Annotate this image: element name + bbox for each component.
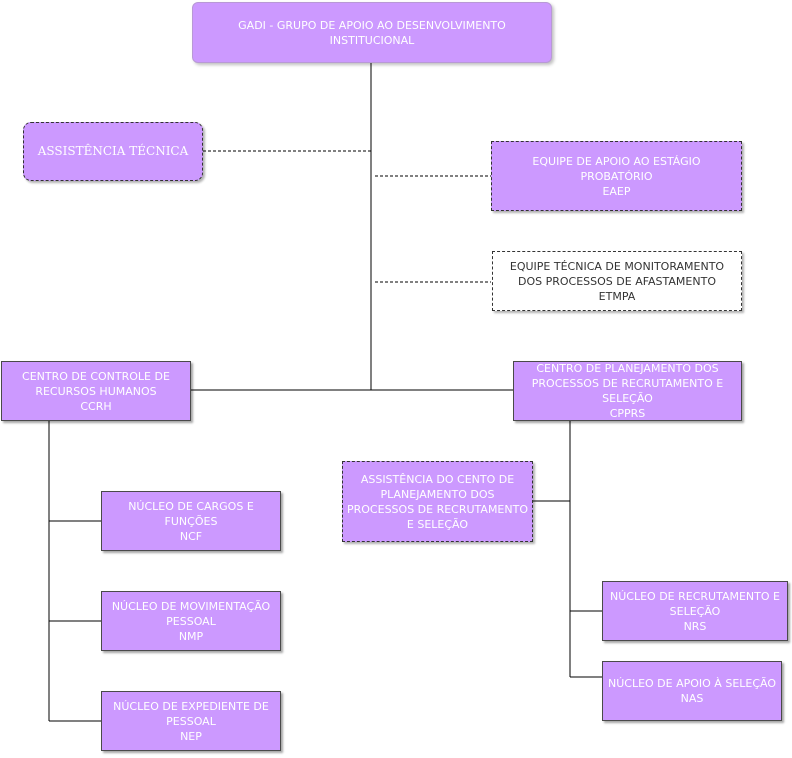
etmpa-label: EQUIPE TÉCNICA DE MONITORAMENTO DOS PROC… — [509, 259, 725, 303]
nmp-box: NÚCLEO DE MOVIMENTAÇÃO PESSOAL NMP — [101, 591, 281, 651]
gadi-root-box: GADI - GRUPO DE APOIO AO DESENVOLVIMENTO… — [192, 2, 552, 63]
ncf-label: NÚCLEO DE CARGOS E FUNÇÕES NCF — [128, 499, 254, 543]
nep-box: NÚCLEO DE EXPEDIENTE DE PESSOAL NEP — [101, 691, 281, 751]
cpprs-box: CENTRO DE PLANEJAMENTO DOS PROCESSOS DE … — [513, 361, 742, 421]
ncf-box: NÚCLEO DE CARGOS E FUNÇÕES NCF — [101, 491, 281, 551]
assistencia-tecnica-box: ASSISTÊNCIA TÉCNICA — [23, 122, 203, 181]
nep-label: NÚCLEO DE EXPEDIENTE DE PESSOAL NEP — [113, 699, 269, 743]
eaep-label: EQUIPE DE APOIO AO ESTÁGIO PROBATÓRIO EA… — [532, 154, 701, 198]
assistencia-tecnica-label: ASSISTÊNCIA TÉCNICA — [37, 144, 189, 158]
eaep-box: EQUIPE DE APOIO AO ESTÁGIO PROBATÓRIO EA… — [491, 141, 742, 211]
ccrh-box: CENTRO DE CONTROLE DE RECURSOS HUMANOS C… — [1, 361, 191, 421]
nrs-box: NÚCLEO DE RECRUTAMENTO E SELEÇÃO NRS — [602, 581, 788, 641]
nas-label: NÚCLEO DE APOIO À SELEÇÃO NAS — [607, 677, 777, 705]
cpprs-label: CENTRO DE PLANEJAMENTO DOS PROCESSOS DE … — [531, 362, 724, 420]
etmpa-box: EQUIPE TÉCNICA DE MONITORAMENTO DOS PROC… — [492, 251, 742, 311]
assistencia-cpprs-label: ASSISTÊNCIA DO CENTO DE PLANEJAMENTO DOS… — [347, 472, 528, 531]
ccrh-label: CENTRO DE CONTROLE DE RECURSOS HUMANOS C… — [22, 369, 170, 413]
gadi-root-label: GADI - GRUPO DE APOIO AO DESENVOLVIMENTO… — [238, 18, 506, 47]
nmp-label: NÚCLEO DE MOVIMENTAÇÃO PESSOAL NMP — [111, 599, 271, 643]
assistencia-cpprs-box: ASSISTÊNCIA DO CENTO DE PLANEJAMENTO DOS… — [342, 461, 533, 542]
nas-box: NÚCLEO DE APOIO À SELEÇÃO NAS — [602, 661, 782, 721]
nrs-label: NÚCLEO DE RECRUTAMENTO E SELEÇÃO NRS — [610, 589, 780, 633]
